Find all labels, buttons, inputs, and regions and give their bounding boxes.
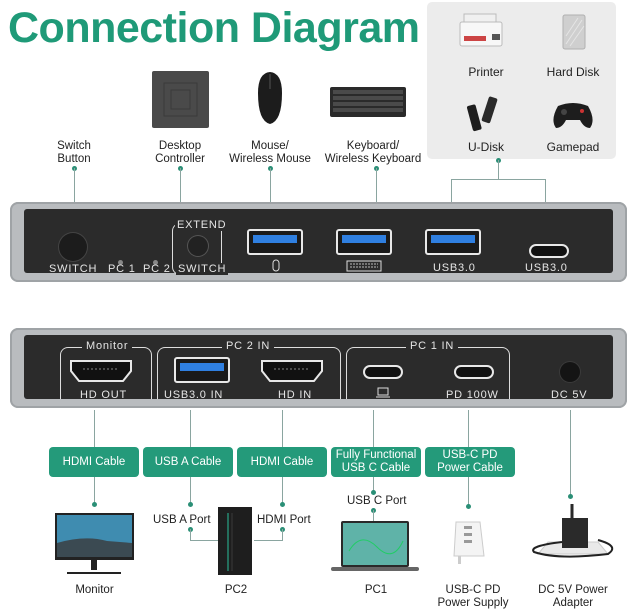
switch-label: SWITCH [49, 263, 98, 275]
pc2-label: PC 2 [143, 263, 171, 275]
connector-line [451, 179, 545, 180]
connector-line [190, 529, 191, 541]
connector-line [74, 168, 75, 204]
connector-line [376, 168, 377, 204]
pc2-group-label: PC 2 IN [222, 340, 275, 352]
connector-line [451, 179, 452, 204]
connector-dot [188, 502, 193, 507]
label-text: Keyboard/ Wireless Keyboard [324, 140, 422, 165]
pc1-led [118, 260, 123, 265]
label-keyboard: Keyboard/ Wireless Keyboard [318, 140, 428, 166]
usb-a-port-mouse[interactable] [247, 229, 303, 255]
kvm-rear-panel: Monitor PC 2 IN PC 1 IN HD OUT USB3.0 IN… [10, 328, 627, 408]
device-label-dc-adapter: DC 5V Power Adapter [538, 584, 608, 609]
connector-line [254, 540, 282, 541]
connector-line [190, 540, 218, 541]
usb-drive-icon [466, 96, 498, 132]
laptop-icon [331, 521, 419, 571]
laptop-port-icon [376, 387, 390, 398]
monitor-group-label: Monitor [82, 340, 133, 352]
page-title: Connection Diagram [8, 4, 420, 52]
connector-line [545, 179, 546, 204]
connector-line [373, 510, 374, 522]
mouse-port-icon [272, 259, 280, 272]
desktop-controller-icon [152, 71, 209, 128]
connector-line [282, 529, 283, 541]
usb-c-pd-port[interactable] [454, 365, 494, 379]
extend-label: EXTEND [175, 219, 229, 231]
cable-label-hdmi-pc2: HDMI Cable [237, 447, 327, 477]
front-panel-face: SWITCH PC 1 PC 2 EXTEND SWITCH USB3.0 US… [24, 209, 613, 275]
usb-c-label: USB3.0 [525, 262, 568, 274]
pd-label: PD 100W [446, 389, 499, 401]
connector-line [180, 168, 181, 204]
hdmi-in-port[interactable] [260, 359, 324, 383]
desktop-tower-icon [218, 507, 252, 575]
gamepad-icon [553, 103, 593, 128]
cable-label-usb-c: Fully Functional USB C Cable [331, 447, 421, 477]
usb-c-port-usb3[interactable] [529, 244, 569, 258]
usb-c-port-label: USB C Port [347, 495, 407, 507]
pc1-label: PC 1 [108, 263, 136, 275]
monitor-icon [55, 513, 134, 574]
hd-out-label: HD OUT [80, 389, 127, 401]
printer-icon [459, 13, 503, 47]
connector-line [570, 410, 571, 495]
dc-label: DC 5V [551, 389, 588, 401]
hdmi-out-port[interactable] [69, 359, 133, 383]
device-label-pc1: PC1 [364, 584, 388, 596]
usb-in-label: USB3.0 IN [164, 389, 224, 401]
switch-button[interactable] [59, 233, 87, 261]
usb-a-port-label: USB A Port [153, 514, 211, 526]
pc1-group-label: PC 1 IN [406, 340, 459, 352]
device-label-monitor: Monitor [75, 584, 114, 596]
keyboard-port-icon [346, 260, 382, 272]
peripherals-panel [427, 2, 616, 159]
connector-line [498, 160, 499, 179]
hdmi-port-label: HDMI Port [257, 514, 311, 526]
power-adapter-icon [532, 504, 614, 558]
usb-a-port-keyboard[interactable] [336, 229, 392, 255]
usb-a-port-usb3[interactable] [425, 229, 481, 255]
connector-dot [280, 502, 285, 507]
usb-c-pc1-port[interactable] [363, 365, 403, 379]
device-label-pc2: PC2 [224, 584, 248, 596]
label-mouse: Mouse/ Wireless Mouse [225, 140, 315, 166]
pc2-led [153, 260, 158, 265]
peripheral-label-gamepad: Gamepad [546, 140, 600, 154]
kvm-front-panel: SWITCH PC 1 PC 2 EXTEND SWITCH USB3.0 US… [10, 202, 627, 282]
cable-label-hdmi-monitor: HDMI Cable [49, 447, 139, 477]
label-text: Desktop Controller [155, 140, 205, 165]
connector-dot [92, 502, 97, 507]
connector-dot [371, 490, 376, 495]
peripheral-label-u-disk: U-Disk [468, 140, 504, 154]
usb3-label: USB3.0 [433, 262, 476, 274]
extend-switch-button[interactable] [188, 236, 208, 256]
cable-label-usb-a: USB A Cable [143, 447, 233, 477]
label-switch-button: Switch Button [44, 140, 104, 166]
peripheral-label-hard-disk: Hard Disk [546, 65, 600, 79]
connector-line [270, 168, 271, 204]
connector-dot [568, 494, 573, 499]
charger-icon [453, 521, 485, 564]
dc-power-jack[interactable] [560, 362, 580, 382]
peripheral-label-printer: Printer [468, 65, 504, 79]
rear-panel-face: Monitor PC 2 IN PC 1 IN HD OUT USB3.0 IN… [24, 335, 613, 401]
hard-disk-icon [562, 14, 586, 50]
label-desktop-controller: Desktop Controller [145, 140, 215, 166]
device-label-pd-supply: USB-C PD Power Supply [437, 584, 509, 609]
cable-label-pd: USB-C PD Power Cable [425, 447, 515, 477]
keyboard-icon [330, 87, 406, 117]
label-text: Switch Button [57, 140, 91, 165]
extend-switch-label: SWITCH [176, 263, 229, 275]
usb-a-in-port[interactable] [174, 357, 230, 383]
hd-in-label: HD IN [278, 389, 312, 401]
label-text: Mouse/ Wireless Mouse [229, 140, 311, 165]
connector-dot [466, 504, 471, 509]
mouse-icon [258, 72, 282, 124]
